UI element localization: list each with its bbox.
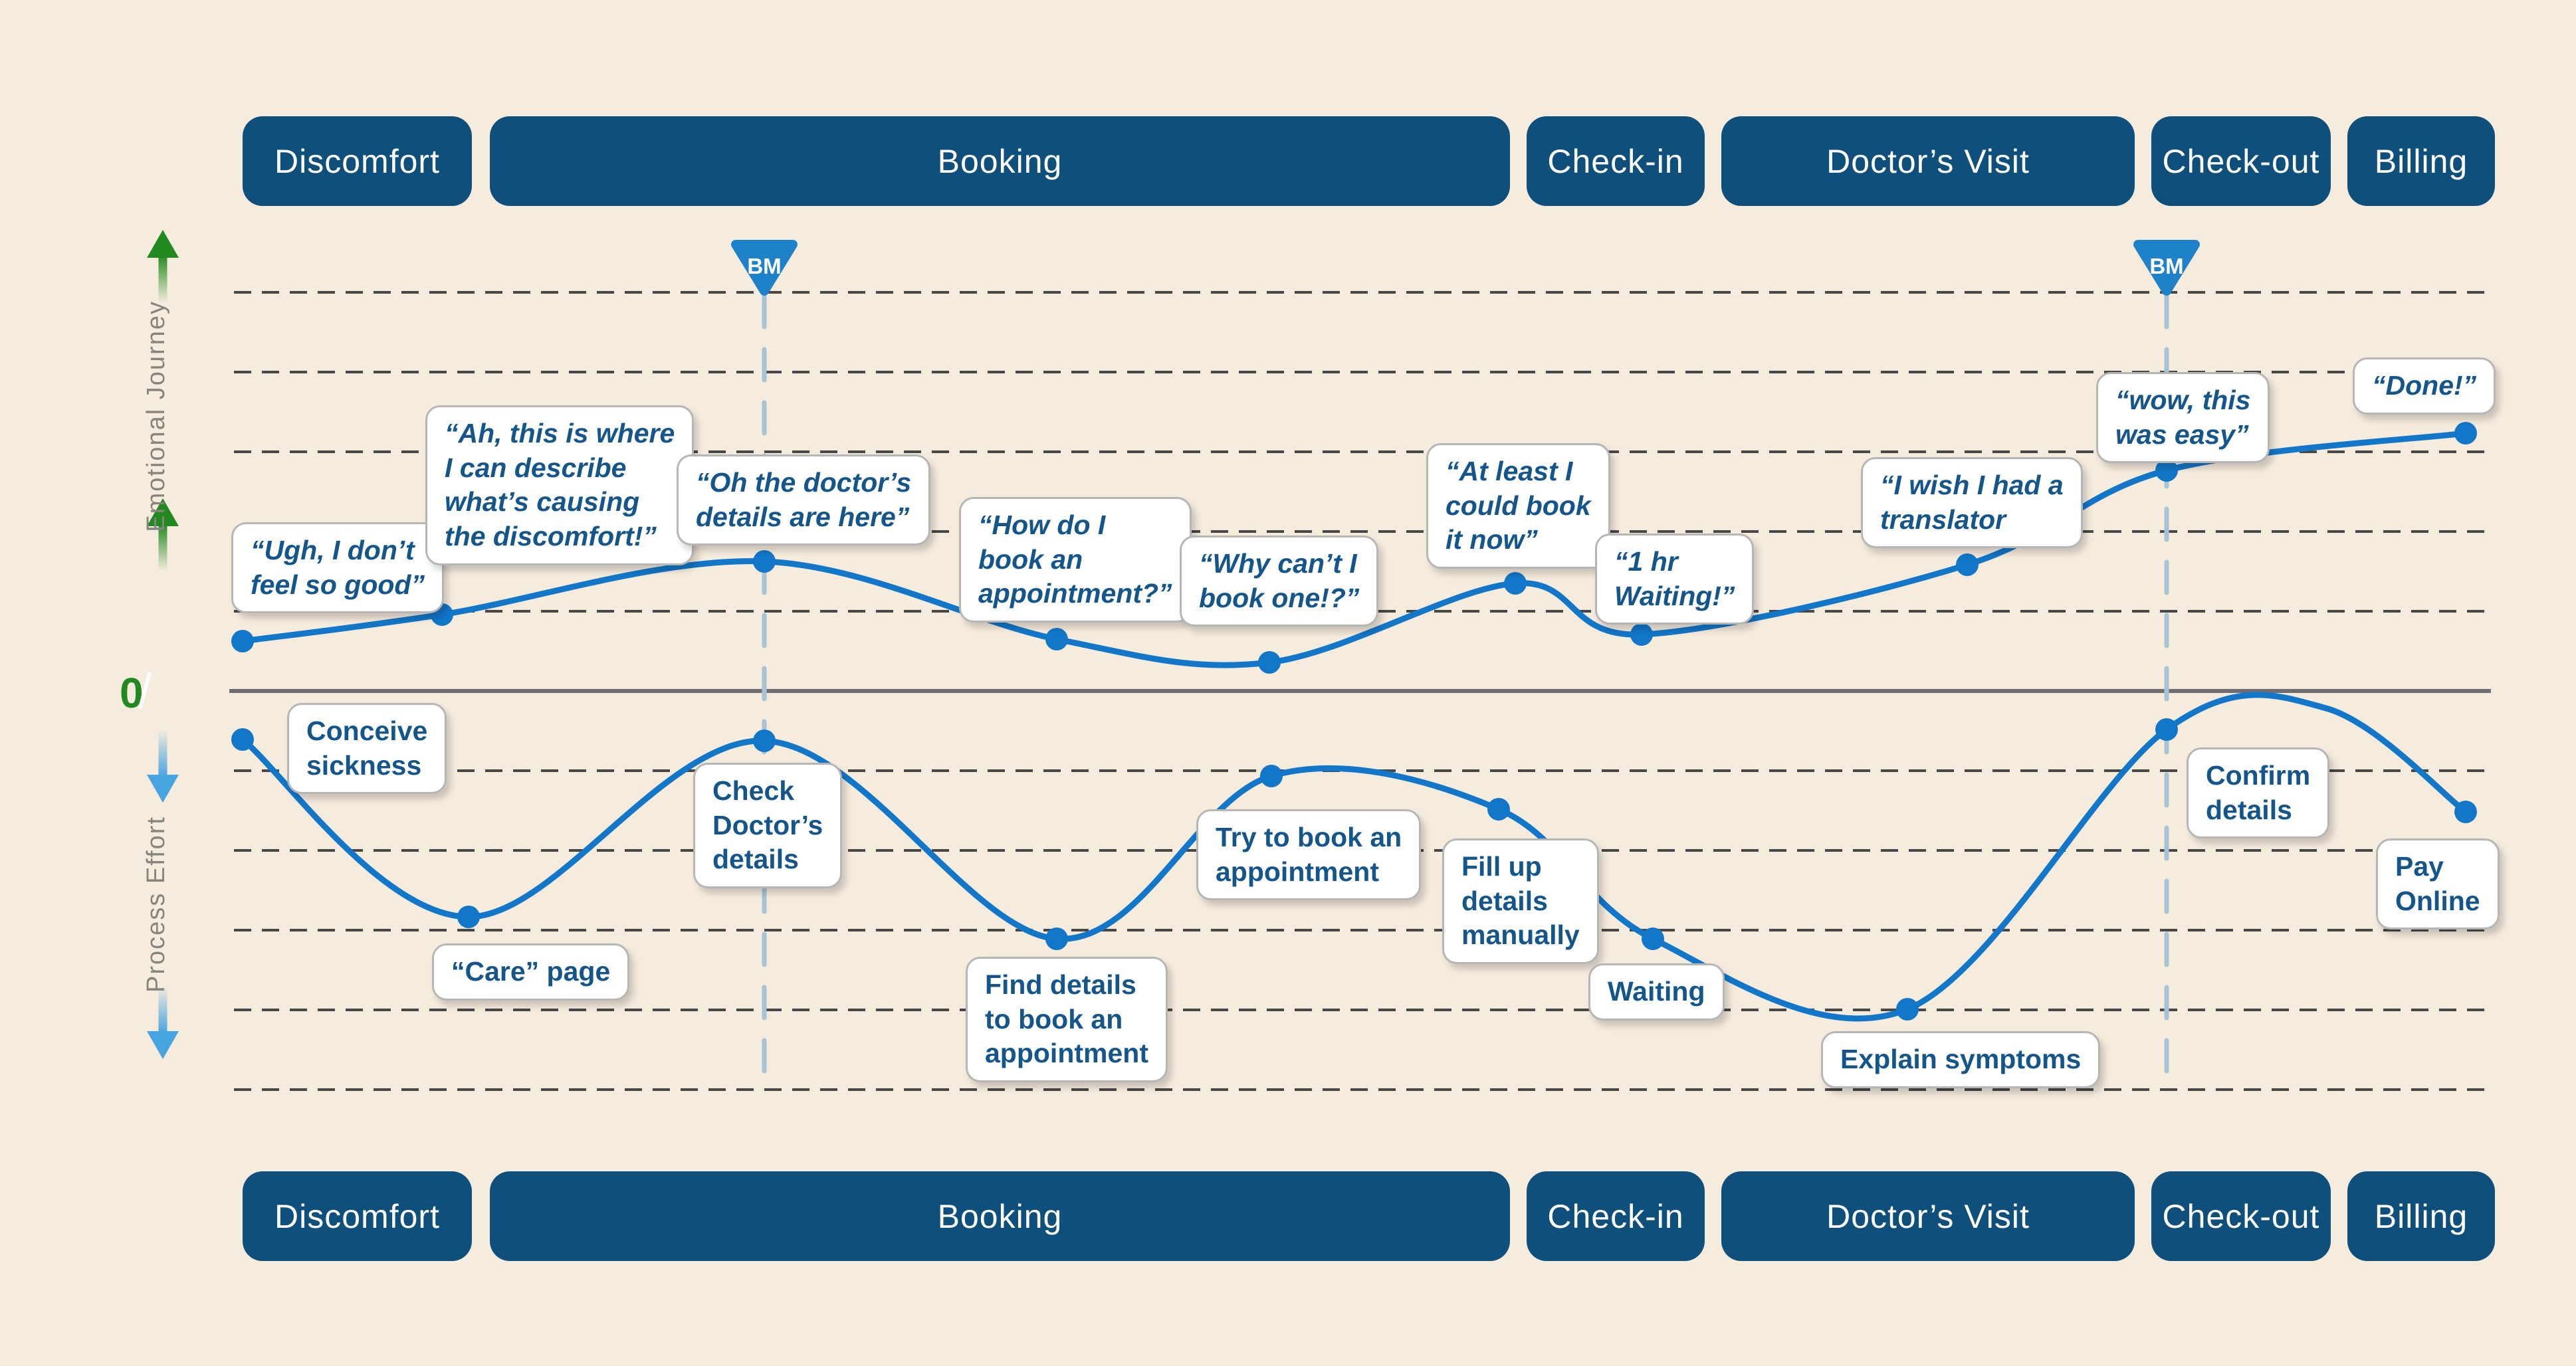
- journey-point-dot: [231, 630, 254, 652]
- journey-point-dot: [1260, 765, 1283, 787]
- emotional-up-arrow-bottom-tail: [158, 524, 167, 571]
- journey-point-dot: [753, 550, 776, 573]
- emotional-journey-axis-label: Emotional Journey: [142, 300, 170, 532]
- journey-label-quote-wish-translator: “I wish I had a translator: [1861, 457, 2083, 549]
- journey-point-dot: [2454, 422, 2477, 444]
- phase-pill-billing-bottom: Billing: [2347, 1171, 2495, 1261]
- journey-label-step-find-details: Find details to book an appointment: [966, 957, 1168, 1082]
- bm-marker-icon: [731, 240, 798, 296]
- journey-point-dot: [1487, 798, 1510, 821]
- journey-label-step-care-page: “Care” page: [432, 943, 630, 1001]
- journey-label-step-fill-up-details: Fill up details manually: [1442, 838, 1599, 964]
- journey-label-quote-wow-easy: “wow, this was easy”: [2096, 372, 2270, 464]
- journey-point-dot: [231, 728, 254, 751]
- journey-label-step-check-doctors-details: Check Doctor’s details: [693, 763, 843, 888]
- zero-baseline-labels: 0 /: [120, 664, 152, 721]
- emotional-up-arrow-bottom-icon: [147, 498, 179, 526]
- journey-point-dot: [1504, 572, 1527, 595]
- journey-label-step-explain-symptoms: Explain symptoms: [1821, 1031, 2101, 1088]
- journey-point-dot: [457, 906, 480, 928]
- journey-point-dot: [1258, 651, 1281, 674]
- journey-label-quote-why-cant: “Why can’t I book one!?”: [1180, 536, 1379, 627]
- journey-point-dot: [2155, 718, 2178, 741]
- phase-pill-doctor-s-visit-top: Doctor’s Visit: [1721, 116, 2135, 206]
- emotional-zero-label: 0: [120, 668, 144, 717]
- journey-label-quote-at-least: “At least I could book it now”: [1426, 443, 1610, 569]
- zero-divider-slash: /: [138, 664, 152, 719]
- bm-marker-icon: [2133, 240, 2200, 296]
- phase-pill-booking-top: Booking: [490, 116, 1510, 206]
- journey-point-dot: [1642, 927, 1664, 950]
- journey-label-step-try-to-book: Try to book an appointment: [1196, 809, 1422, 901]
- journey-point-dot: [1896, 998, 1919, 1021]
- journey-label-quote-oh-doctors: “Oh the doctor’s details are here”: [677, 454, 931, 546]
- emotional-up-arrow-top-tail: [158, 255, 167, 303]
- journey-label-quote-ugh: “Ugh, I don’t feel so good”: [231, 522, 444, 614]
- journey-point-dot: [2454, 801, 2477, 823]
- journey-label-step-pay-online: Pay Online: [2376, 838, 2500, 930]
- journey-point-dot: [1956, 553, 1979, 576]
- bm-marker-label: BM: [2149, 254, 2183, 278]
- journey-point-dot: [2155, 459, 2178, 482]
- journey-label-step-waiting: Waiting: [1588, 963, 1725, 1021]
- journey-point-dot: [1045, 927, 1068, 950]
- bm-marker-label: BM: [747, 254, 781, 278]
- journey-label-quote-how-book: “How do I book an appointment?”: [959, 497, 1192, 623]
- phase-pill-check-out-bottom: Check-out: [2151, 1171, 2331, 1261]
- phase-pill-doctor-s-visit-bottom: Doctor’s Visit: [1721, 1171, 2135, 1261]
- process-down-arrow-top-tail: [158, 730, 167, 777]
- phase-pill-check-in-bottom: Check-in: [1527, 1171, 1705, 1261]
- phase-pill-booking-bottom: Booking: [490, 1171, 1510, 1261]
- journey-label-step-conceive-sickness: Conceive sickness: [287, 703, 447, 795]
- journey-point-dot: [1045, 628, 1068, 650]
- journey-label-step-confirm-details: Confirm details: [2187, 747, 2330, 839]
- journey-point-dot: [753, 730, 776, 752]
- phase-pill-billing-top: Billing: [2347, 116, 2495, 206]
- phase-pill-check-out-top: Check-out: [2151, 116, 2331, 206]
- phase-pill-discomfort-top: Discomfort: [243, 116, 472, 206]
- emotional-up-arrow-top-icon: [147, 230, 179, 258]
- process-down-arrow-top-icon: [147, 775, 179, 803]
- process-effort-axis-label: Process Effort: [142, 816, 170, 993]
- phase-pill-check-in-top: Check-in: [1527, 116, 1705, 206]
- process-down-arrow-bottom-icon: [147, 1031, 179, 1059]
- process-down-arrow-bottom-tail: [158, 986, 167, 1034]
- phase-pill-discomfort-bottom: Discomfort: [243, 1171, 472, 1261]
- journey-label-quote-done: “Done!”: [2353, 357, 2496, 415]
- journey-point-dot: [1630, 623, 1653, 646]
- journey-label-quote-1hr-waiting: “1 hr Waiting!”: [1595, 534, 1755, 625]
- journey-label-quote-ah-describe: “Ah, this is where I can describe what’s…: [425, 405, 695, 565]
